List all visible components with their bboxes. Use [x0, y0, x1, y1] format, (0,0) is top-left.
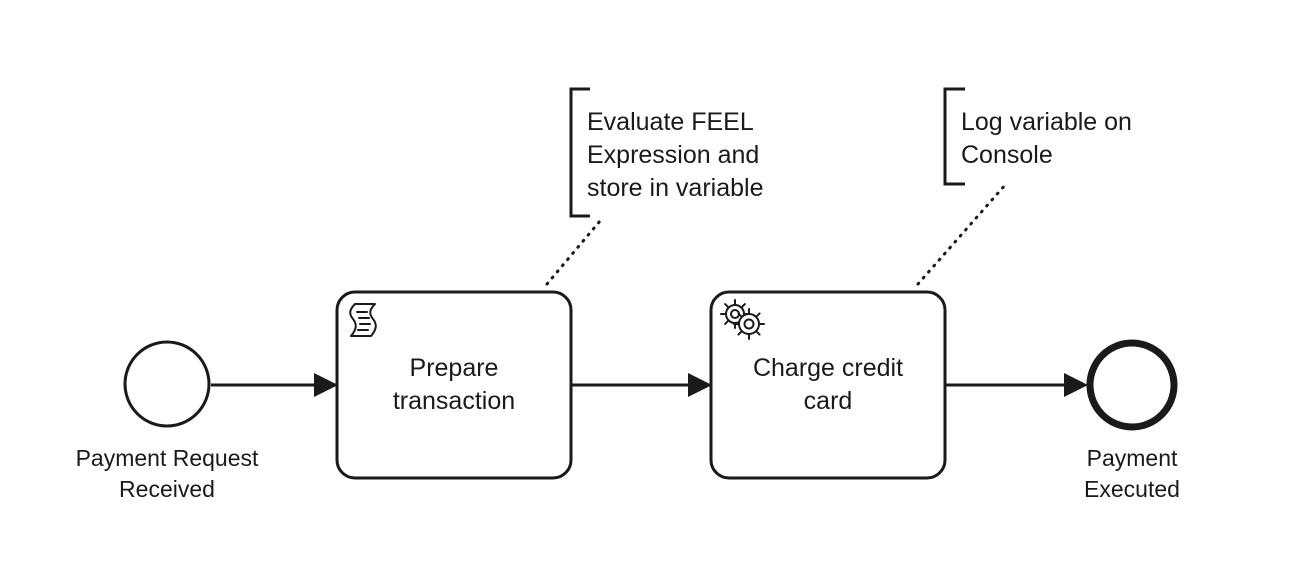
flow-prepare-to-charge-arrowhead	[688, 373, 712, 397]
start-event-label-line-2: Received	[119, 476, 215, 502]
start-event[interactable]: Payment Request Received	[76, 340, 259, 502]
annotation-log-line-2: Console	[961, 141, 1053, 169]
annotation-feel-bracket	[569, 87, 590, 218]
annotation-feel-line-3: store in variable	[587, 174, 763, 202]
task-charge-label-line-1: Charge credit	[753, 354, 903, 382]
end-event[interactable]: Payment Executed	[1084, 339, 1180, 502]
text-annotation-feel[interactable]: Evaluate FEEL Expression and store in va…	[569, 87, 763, 218]
task-charge-credit-card[interactable]: Charge credit card	[709, 290, 947, 480]
task-prepare-label-line-1: Prepare	[410, 354, 499, 382]
task-charge-box	[709, 290, 947, 480]
task-charge-label-line-2: card	[804, 387, 853, 415]
annotation-feel-line-2: Expression and	[587, 141, 759, 169]
association-prepare-annotation[interactable]	[545, 219, 602, 286]
gear-icon	[720, 299, 765, 340]
association-charge-annotation[interactable]	[916, 182, 1008, 286]
annotation-log-line-1: Log variable on	[961, 108, 1132, 136]
script-icon	[349, 303, 377, 337]
end-event-label-line-2: Executed	[1084, 476, 1180, 502]
start-event-label-line-1: Payment Request	[76, 445, 259, 471]
start-event-circle	[123, 340, 211, 428]
flow-start-to-prepare-arrowhead	[314, 373, 338, 397]
task-prepare-label-line-2: transaction	[393, 387, 515, 415]
annotation-feel-line-1: Evaluate FEEL	[587, 108, 754, 136]
flow-charge-to-end-arrowhead	[1064, 373, 1088, 397]
end-event-label-line-1: Payment	[1087, 445, 1178, 471]
sequence-flows	[211, 373, 1088, 397]
annotation-log-bracket	[943, 87, 965, 186]
task-prepare-transaction[interactable]: Prepare transaction	[335, 290, 573, 480]
text-annotation-log[interactable]: Log variable on Console	[943, 87, 1132, 186]
task-prepare-box	[335, 290, 573, 480]
associations	[545, 182, 1008, 286]
end-event-circle	[1086, 339, 1178, 431]
